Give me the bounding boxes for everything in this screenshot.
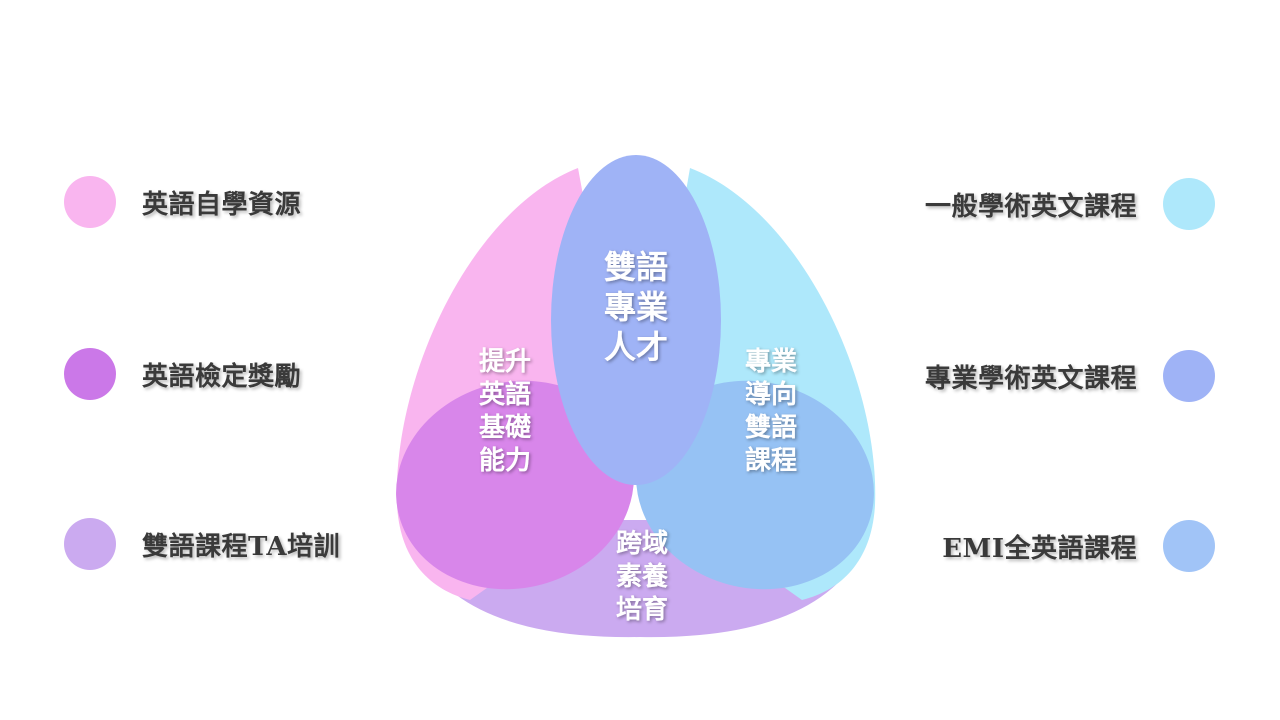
legend-dot-light-blue	[1163, 520, 1215, 572]
legend-dot-periwinkle	[1163, 350, 1215, 402]
right-label-line: 雙語	[745, 412, 797, 443]
left-label-line: 基礎	[479, 413, 531, 443]
legend-label: 一般學術英文課程	[924, 191, 1137, 222]
legend-label: 英語檢定獎勵	[142, 361, 302, 392]
legend-item-emi: EMI全英語課程	[942, 519, 1215, 573]
legend-label: 英語自學資源	[142, 189, 302, 220]
center-label-line: 專業	[604, 288, 668, 326]
legend-dot-cyan	[1163, 178, 1215, 230]
left-label-line: 能力	[479, 445, 531, 476]
right-label-line: 課程	[745, 445, 797, 476]
legend-item-professional-academic: 專業學術英文課程	[925, 349, 1215, 403]
legend-item-ta-training: 雙語課程TA培訓	[64, 517, 340, 571]
legend-label: 專業學術英文課程	[924, 363, 1137, 394]
bottom-label-line: 素養	[616, 562, 669, 592]
legend-item-self-study: 英語自學資源	[64, 175, 301, 229]
legend-label: 雙語課程TA培訓	[142, 531, 341, 562]
legend-dot-lavender	[64, 518, 116, 570]
legend-item-general-academic: 一般學術英文課程	[925, 177, 1215, 231]
right-label-line: 導向	[745, 379, 797, 410]
right-label-line: 專業	[745, 347, 797, 377]
left-label-line: 提升	[479, 347, 531, 377]
center-label-line: 人才	[604, 328, 668, 366]
legend-dot-pink	[64, 176, 116, 228]
bottom-label-line: 培育	[616, 594, 668, 625]
legend-item-exam-reward: 英語檢定獎勵	[64, 347, 301, 401]
center-label-line: 雙語	[604, 248, 668, 286]
legend-dot-magenta	[64, 348, 116, 400]
left-label-line: 英語	[479, 379, 531, 410]
center-petal	[551, 155, 721, 485]
bottom-label-line: 跨域	[616, 529, 668, 559]
legend-label: EMI全英語課程	[942, 533, 1137, 564]
